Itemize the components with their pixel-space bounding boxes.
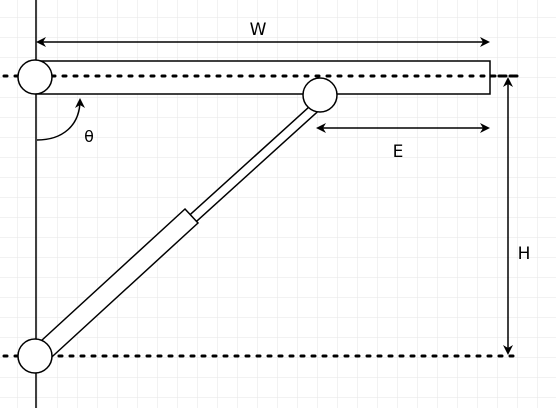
top-left-pivot <box>17 59 53 95</box>
strut-top-pivot <box>302 77 338 113</box>
height-label: H <box>518 244 531 264</box>
bottom-left-pivot <box>17 338 53 374</box>
angle-arc <box>36 98 85 141</box>
width-label: W <box>250 20 267 40</box>
angle-label: θ <box>84 127 94 146</box>
extension-label: E <box>393 142 404 162</box>
